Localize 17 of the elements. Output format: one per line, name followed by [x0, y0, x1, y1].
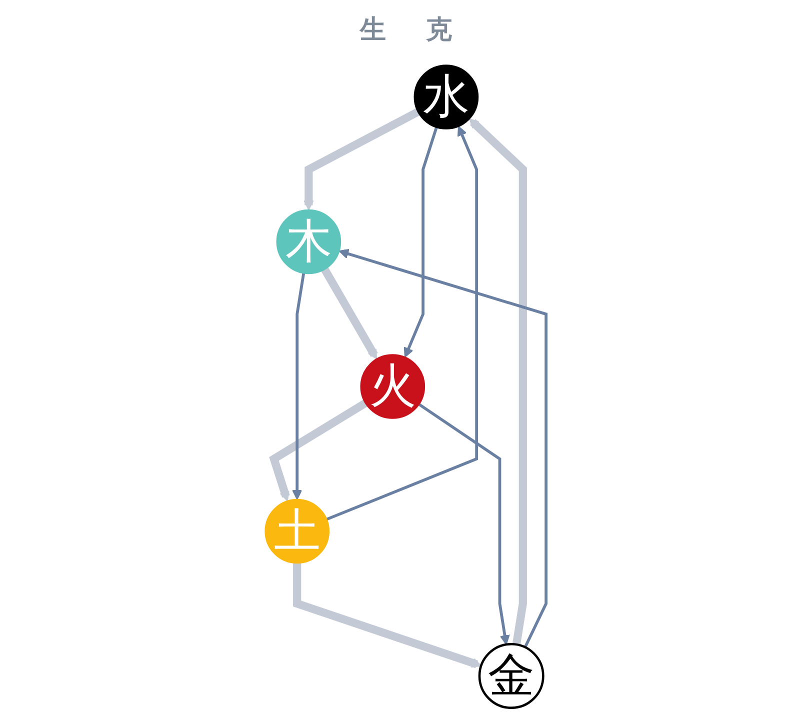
arrow	[469, 118, 528, 646]
cycle-label: 克	[426, 14, 452, 47]
arrow	[326, 126, 478, 521]
node-circle: 水	[414, 64, 479, 130]
arrow	[404, 126, 438, 358]
arrow	[292, 272, 306, 500]
node-circle: 金	[478, 642, 545, 709]
arrow	[418, 403, 510, 645]
node-circle: 火	[360, 354, 426, 419]
arrow	[293, 563, 482, 668]
arrow	[339, 248, 548, 648]
arrow	[304, 108, 420, 210]
cycle-label: 生	[360, 14, 386, 47]
arrow	[269, 400, 368, 502]
arrow	[321, 267, 378, 360]
node-circle: 土	[265, 498, 330, 564]
node-circle: 木	[276, 209, 342, 274]
